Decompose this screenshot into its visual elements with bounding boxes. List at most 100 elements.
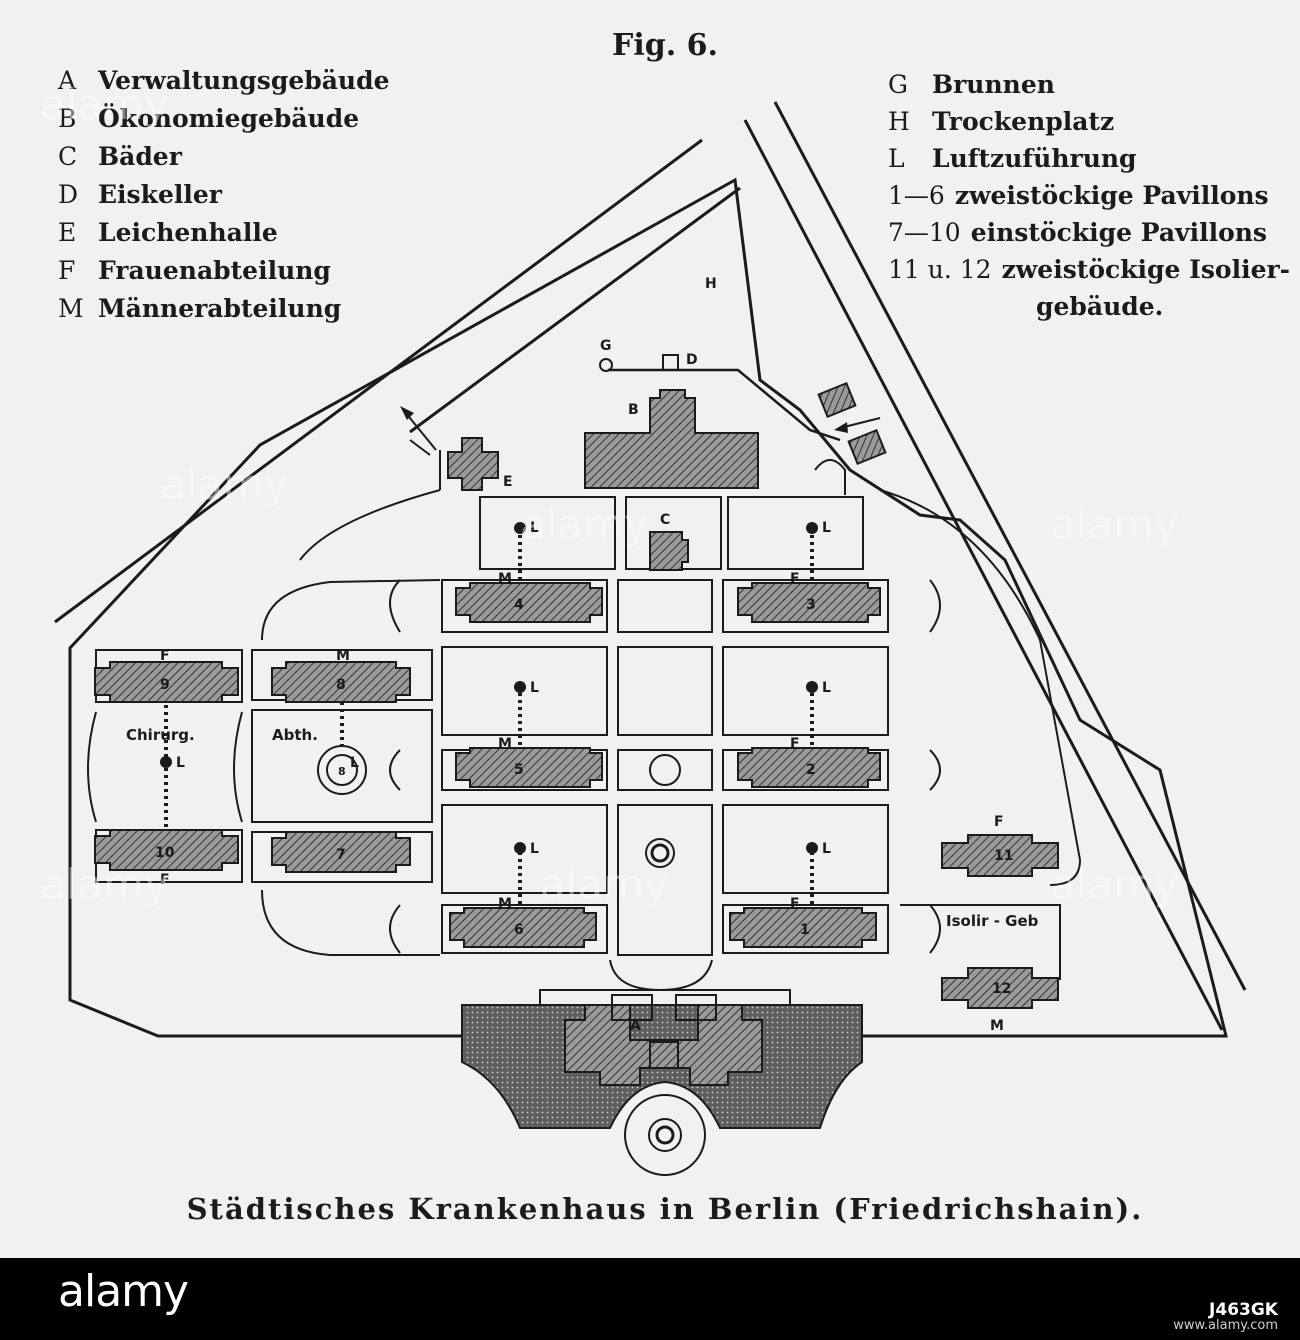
legend-item-h: H Trockenplatz bbox=[888, 103, 1290, 140]
legend-key: D bbox=[58, 180, 79, 209]
label-pavilion-2: 2 bbox=[806, 762, 816, 778]
air-supply-lines bbox=[164, 535, 814, 905]
figure-title: Fig. 6. bbox=[612, 28, 718, 63]
pavilion-2 bbox=[737, 747, 881, 788]
footer-url: www.alamy.com bbox=[1173, 1318, 1278, 1333]
legend-item-continuation: gebäude. bbox=[888, 288, 1290, 325]
street-east-inner bbox=[743, 119, 1224, 1031]
label-f: F bbox=[790, 571, 800, 587]
label-a: A bbox=[630, 1018, 641, 1034]
building-gate-north bbox=[817, 381, 857, 419]
label-abth: Abth. bbox=[272, 726, 318, 744]
legend-label: Leichenhalle bbox=[98, 218, 278, 247]
pavilion-9 bbox=[94, 661, 239, 703]
legend-key: C bbox=[58, 142, 78, 171]
legend-key: L bbox=[888, 144, 905, 173]
label-pavilion-10: 10 bbox=[155, 845, 175, 861]
label-l: L bbox=[822, 520, 831, 536]
legend-label: Trockenplatz bbox=[932, 107, 1115, 136]
legend-item-b: B Ökonomiegebäude bbox=[58, 100, 389, 138]
arrow-east-icon bbox=[834, 417, 881, 433]
label-f: F bbox=[790, 736, 800, 752]
figure-caption: Städtisches Krankenhaus in Berlin (Fried… bbox=[186, 1192, 1144, 1226]
label-l: L bbox=[530, 841, 539, 857]
legend-key: E bbox=[58, 218, 77, 247]
legend-label: Bäder bbox=[98, 142, 182, 171]
street-east-outer bbox=[773, 101, 1247, 991]
building-b-economy bbox=[584, 389, 759, 489]
air-intake-icons bbox=[160, 522, 818, 854]
service-yard bbox=[608, 368, 841, 442]
legend-label: Luftzuführung bbox=[932, 144, 1137, 173]
label-pavilion-11: 11 bbox=[994, 848, 1013, 864]
legend-label: einstöckige Pavillons bbox=[970, 218, 1267, 247]
label-l: L bbox=[350, 755, 359, 771]
label-l: L bbox=[822, 680, 831, 696]
fountain-center bbox=[645, 838, 675, 868]
legend-item-e: E Leichenhalle bbox=[58, 214, 389, 252]
label-pavilion-8: 8 bbox=[336, 677, 346, 693]
label-fountain-west: 8 bbox=[338, 765, 346, 778]
label-pavilion-4: 4 bbox=[514, 597, 524, 613]
label-l: L bbox=[176, 755, 185, 771]
street-north bbox=[54, 138, 703, 624]
site-boundary bbox=[68, 177, 1228, 1038]
label-f: F bbox=[994, 814, 1004, 830]
legend-label: Männerabteilung bbox=[98, 294, 342, 323]
label-pavilion-7: 7 bbox=[336, 847, 346, 863]
legend-label: Eiskeller bbox=[98, 180, 222, 209]
legend-label: Verwaltungsgebäude bbox=[98, 66, 390, 95]
label-chirurg: Chirurg. bbox=[126, 726, 195, 744]
building-d-icehouse bbox=[662, 354, 679, 371]
well bbox=[599, 358, 613, 372]
fountain-ring bbox=[649, 754, 681, 786]
label-c: C bbox=[660, 512, 670, 528]
pavilion-7 bbox=[271, 831, 411, 873]
legend-item-d: D Eiskeller bbox=[58, 176, 389, 214]
label-pavilion-3: 3 bbox=[806, 597, 816, 613]
label-m: M bbox=[336, 648, 350, 664]
path-network bbox=[87, 439, 1082, 992]
pavilion-10 bbox=[94, 829, 239, 871]
pavilion-11 bbox=[941, 834, 1059, 877]
building-gate-south bbox=[847, 428, 887, 466]
legend-key: B bbox=[58, 104, 77, 133]
legend-key: M bbox=[58, 294, 84, 323]
label-d: D bbox=[686, 352, 698, 368]
label-h: H bbox=[705, 276, 717, 292]
label-pavilion-9: 9 bbox=[160, 677, 170, 693]
label-g: G bbox=[600, 338, 612, 354]
legend-label: Brunnen bbox=[932, 70, 1055, 99]
legend-label: Frauenabteilung bbox=[98, 256, 331, 285]
pavilion-3 bbox=[737, 582, 881, 623]
pavilion-5 bbox=[455, 747, 603, 788]
stock-footer-bar: alamy J463GK www.alamy.com bbox=[0, 1258, 1300, 1340]
pavilion-1 bbox=[729, 907, 877, 948]
legend-key: H bbox=[888, 107, 910, 136]
image-id: J463GK bbox=[1209, 1300, 1278, 1320]
legend-item-c: C Bäder bbox=[58, 138, 389, 176]
label-f: F bbox=[790, 896, 800, 912]
legend-key: A bbox=[58, 66, 77, 95]
legend-label: Ökonomiegebäude bbox=[98, 104, 360, 133]
label-m: M bbox=[498, 736, 512, 752]
building-e-mortuary bbox=[447, 437, 499, 491]
legend-key: 1—6 bbox=[888, 181, 945, 210]
label-m: M bbox=[498, 571, 512, 587]
legend-key: F bbox=[58, 256, 76, 285]
building-c-baths bbox=[649, 531, 689, 571]
legend-key: 7—10 bbox=[888, 218, 961, 247]
label-f: F bbox=[160, 648, 170, 664]
legend-key: 11 u. 12 bbox=[888, 255, 992, 284]
label-pavilion-12: 12 bbox=[992, 981, 1011, 997]
label-l: L bbox=[530, 520, 539, 536]
legend-item-7-10: 7—10 einstöckige Pavillons bbox=[888, 214, 1290, 251]
pavilion-4 bbox=[455, 582, 603, 623]
legend-item-m: M Männerabteilung bbox=[58, 290, 389, 328]
alamy-logo: alamy bbox=[58, 1266, 189, 1317]
label-b: B bbox=[628, 402, 639, 418]
label-f: F bbox=[160, 872, 170, 888]
